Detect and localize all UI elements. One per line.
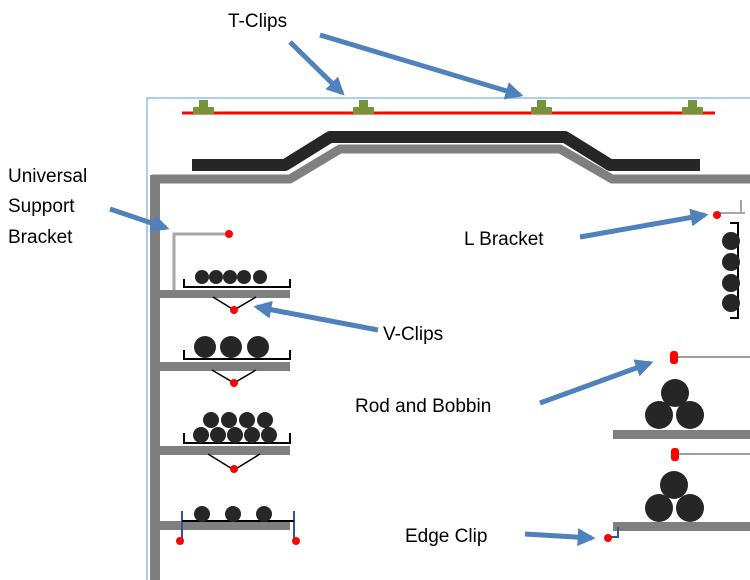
cable-bundle — [645, 379, 704, 429]
arrow-t-clips-2 — [319, 32, 524, 100]
l-bracket-cable-holder — [730, 222, 739, 319]
cable-bundle — [195, 270, 267, 284]
arrow-rod-and-bobbin — [539, 359, 654, 406]
t-clip — [353, 100, 374, 114]
universal-support-bracket — [172, 232, 226, 292]
arrow-edge-clip — [524, 528, 596, 547]
cable-tray — [183, 350, 291, 360]
bracket-clip-dot — [225, 230, 233, 238]
arrow-universal-support-bracket — [109, 206, 170, 232]
t-clip — [531, 100, 552, 114]
shelf — [160, 290, 290, 298]
cable-tray — [183, 433, 291, 444]
label-rod-and-bobbin: Rod and Bobbin — [355, 396, 491, 417]
label-universal-support-bracket: Universal Support Bracket — [8, 166, 92, 248]
frame-border — [146, 97, 750, 580]
bobbin — [670, 351, 678, 364]
label-v-clips: V-Clips — [383, 324, 443, 345]
v-clip-dot — [230, 465, 238, 473]
shelf — [160, 362, 290, 371]
label-l-bracket: L Bracket — [464, 229, 544, 250]
arrow-l-bracket — [579, 208, 709, 240]
callout-arrows — [109, 32, 709, 547]
arrow-v-clips — [253, 300, 379, 333]
cable-bundle — [645, 471, 704, 522]
t-clip — [193, 100, 214, 114]
shelf — [613, 430, 750, 439]
label-t-clips: T-Clips — [228, 11, 287, 32]
v-clip-dot — [230, 306, 238, 314]
edge-clip-dot — [604, 534, 612, 542]
label-bracket-line: Bracket — [8, 227, 73, 248]
roof-structure — [152, 144, 750, 184]
edge-clip — [610, 527, 619, 538]
shelf — [160, 521, 290, 530]
edge-clip-dot — [176, 537, 184, 545]
shelf — [613, 522, 750, 531]
top-cable — [192, 131, 700, 171]
label-universal-line: Universal — [8, 166, 87, 187]
arrow-t-clips-1 — [288, 40, 345, 96]
edge-clip-dot — [292, 537, 300, 545]
cable-bundle — [722, 232, 740, 312]
shelf — [160, 446, 290, 455]
cable-bundle — [194, 506, 272, 522]
l-bracket-clip-dot — [713, 211, 721, 219]
v-clip-dot — [230, 379, 238, 387]
label-edge-clip: Edge Clip — [405, 526, 487, 547]
cable-bundle — [194, 336, 269, 358]
cable-tray — [183, 279, 291, 288]
cable-bundle — [193, 412, 277, 443]
t-clip — [682, 100, 703, 114]
bobbin — [671, 448, 679, 461]
label-support-line: Support — [8, 196, 75, 217]
